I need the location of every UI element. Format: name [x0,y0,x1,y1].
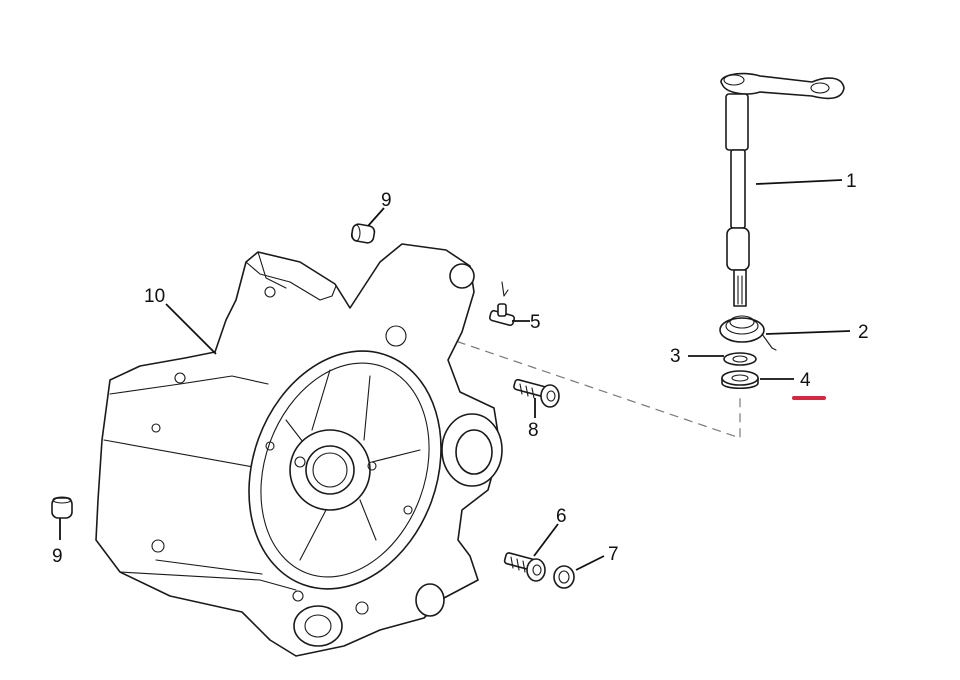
callout-6: 6 [556,506,567,527]
leader-2 [765,330,851,335]
callout-9-top: 9 [381,190,392,211]
leader-9-top [367,207,385,227]
thick-washer-4[interactable] [721,370,759,390]
bolt-8[interactable] [513,378,560,408]
callout-9-left: 9 [52,546,63,567]
leader-6 [533,523,559,557]
dowel-pin-top[interactable] [350,223,376,244]
callout-10: 10 [144,286,165,307]
thin-washer-3[interactable] [723,352,757,366]
bolt-6[interactable] [503,552,546,582]
leader-10 [165,303,217,355]
crankcase-half[interactable] [95,243,503,657]
dowel-pin-left[interactable] [51,496,73,519]
callout-4: 4 [800,370,811,391]
leader-1 [755,179,843,185]
callout-5: 5 [530,312,541,333]
washer-7[interactable] [553,565,575,589]
callout-3: 3 [670,346,681,367]
kickstart-shaft[interactable] [720,72,845,307]
callout-8: 8 [528,420,539,441]
leader-7 [575,555,605,571]
callout-7: 7 [608,544,619,565]
stud-pin[interactable] [488,281,516,327]
callout-2: 2 [858,322,869,343]
callout-1: 1 [846,171,857,192]
kickstart-spring[interactable] [719,315,777,351]
